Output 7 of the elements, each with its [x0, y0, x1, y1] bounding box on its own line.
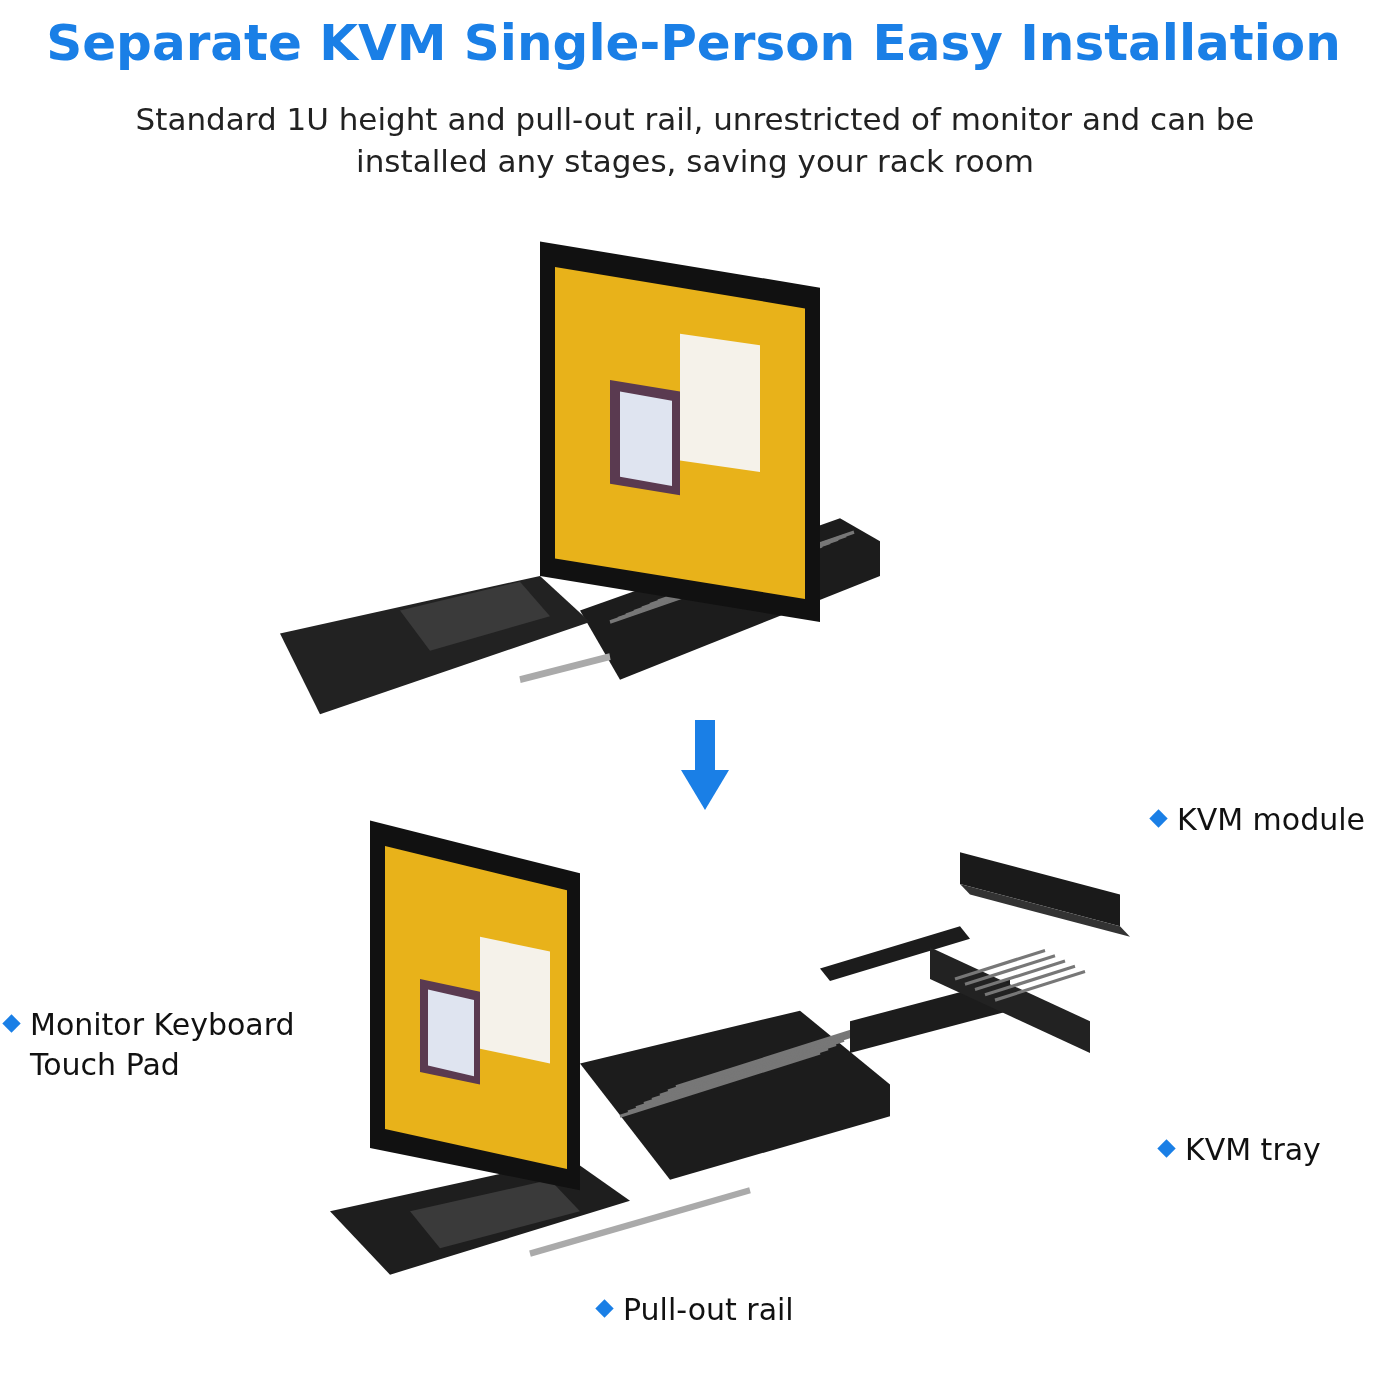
title: Separate KVM Single-Person Easy Installation [45, 14, 1342, 72]
part-label: KVM tray [1185, 1131, 1321, 1169]
part-label: Pull-out rail [623, 1291, 794, 1329]
part-label: Monitor Keyboard Touch Pad [30, 1006, 296, 1084]
subtitle: Standard 1U height and pull-out rail, unrestricted of monitor and can be installed any stages, saving your rack room [134, 100, 1256, 181]
arrow [681, 720, 729, 810]
part-label: KVM module [1177, 801, 1366, 839]
